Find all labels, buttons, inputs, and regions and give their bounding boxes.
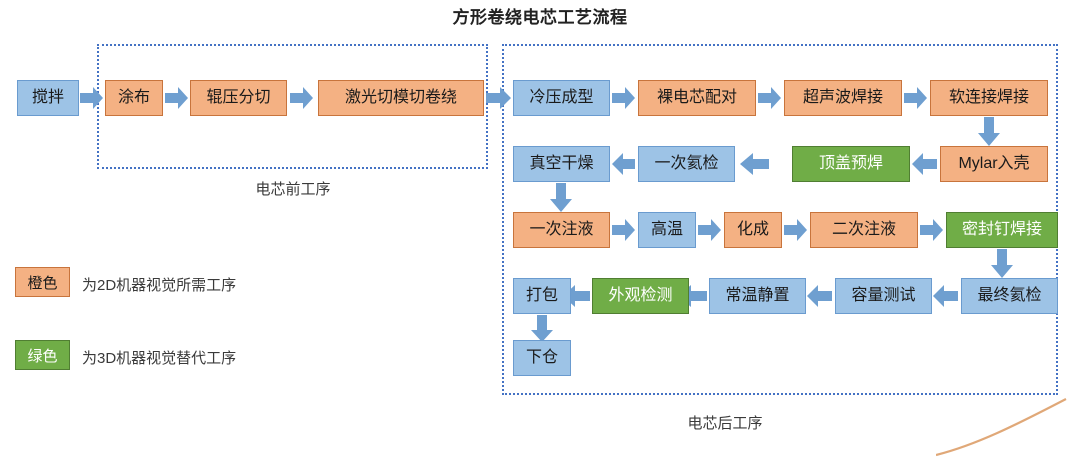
arrow-right-coating-to-rollpress	[165, 87, 188, 109]
arrow-right-hightemp-to-formation	[698, 219, 721, 241]
arrow-left-topcover-to-heliumtest	[740, 153, 769, 175]
decorative-corner-stroke	[936, 398, 1067, 457]
legend-swatch-green: 绿色	[15, 340, 70, 370]
arrow-left-heliumtest-to-vacuumdrying	[612, 153, 635, 175]
node-final-helium-test[interactable]: 最终氦检	[961, 278, 1058, 314]
arrow-right-mix-to-coating	[80, 87, 103, 109]
node-vacuum-drying[interactable]: 真空干燥	[513, 146, 610, 182]
arrow-down-flexconnector-to-mylar	[978, 117, 1000, 146]
legend-swatch-orange: 橙色	[15, 267, 70, 297]
arrow-right-laser-to-coldpress	[486, 87, 511, 109]
node-mix[interactable]: 搅拌	[17, 80, 79, 116]
node-capacity-test[interactable]: 容量测试	[835, 278, 932, 314]
node-room-temp-rest[interactable]: 常温静置	[709, 278, 806, 314]
node-ultrasonic-welding[interactable]: 超声波焊接	[784, 80, 902, 116]
arrow-right-rollpress-to-laser	[290, 87, 313, 109]
node-second-injection[interactable]: 二次注液	[810, 212, 918, 248]
arrow-right-coldpress-to-pairing	[612, 87, 635, 109]
arrow-right-firstinjection-to-hightemp	[612, 219, 635, 241]
node-appearance-inspection[interactable]: 外观检测	[592, 278, 689, 314]
group-label-pre-process: 电芯前工序	[255, 181, 331, 198]
node-bare-cell-pairing[interactable]: 裸电芯配对	[638, 80, 756, 116]
node-laser-die-cut-wind[interactable]: 激光切模切卷绕	[318, 80, 484, 116]
node-high-temp[interactable]: 高温	[638, 212, 696, 248]
node-mylar-casing[interactable]: Mylar入壳	[940, 146, 1048, 182]
arrow-right-pairing-to-ultrasonic	[758, 87, 781, 109]
node-formation[interactable]: 化成	[724, 212, 782, 248]
node-roll-press-slit[interactable]: 辊压分切	[190, 80, 287, 116]
arrow-down-packing-to-warehousing	[531, 315, 553, 342]
arrow-left-capacitytest-to-roomtemprest	[807, 285, 832, 307]
arrow-down-sealpin-to-finalheliumtest	[991, 249, 1013, 278]
group-box-pre-process	[97, 44, 488, 169]
node-warehousing[interactable]: 下仓	[513, 340, 571, 376]
node-flex-connector-welding[interactable]: 软连接焊接	[930, 80, 1048, 116]
node-packing[interactable]: 打包	[513, 278, 571, 314]
node-coating[interactable]: 涂布	[105, 80, 163, 116]
page-title: 方形卷绕电芯工艺流程	[452, 8, 628, 27]
node-cold-press-form[interactable]: 冷压成型	[513, 80, 610, 116]
legend-text-orange: 为2D机器视觉所需工序	[82, 277, 237, 294]
arrow-left-finalhelium-to-capacitytest	[933, 285, 958, 307]
arrow-left-mylar-to-topcover	[912, 153, 937, 175]
legend-text-green: 为3D机器视觉替代工序	[82, 350, 237, 367]
node-first-helium-test[interactable]: 一次氦检	[638, 146, 735, 182]
group-label-post-process: 电芯后工序	[687, 415, 763, 432]
arrow-right-secondinjection-to-sealpin	[920, 219, 943, 241]
node-seal-pin-welding[interactable]: 密封钉焊接	[946, 212, 1058, 248]
node-top-cover-pre-weld[interactable]: 顶盖预焊	[792, 146, 910, 182]
node-first-injection[interactable]: 一次注液	[513, 212, 610, 248]
arrow-right-ultrasonic-to-flexconnector	[904, 87, 927, 109]
arrow-down-vacuumdrying-to-firstinjection	[550, 183, 572, 212]
arrow-right-formation-to-secondinjection	[784, 219, 807, 241]
